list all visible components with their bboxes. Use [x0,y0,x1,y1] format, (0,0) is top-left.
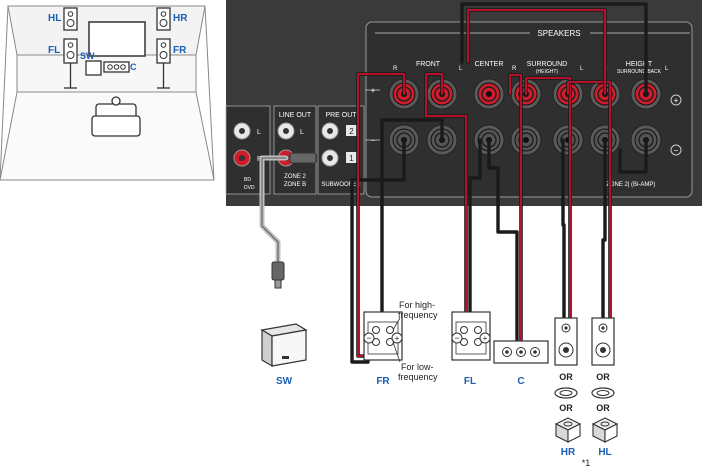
label-dvd: DVD [244,185,255,191]
room-label-c: C [130,62,137,72]
label-front-l: L [459,66,463,72]
speaker-terminals [388,78,662,156]
hl-enabled-speaker-icon [591,417,619,443]
hr-ceiling-speaker-icon [554,387,578,399]
hl-speaker-icon [63,7,78,31]
badge-2-text: 2 [349,127,354,136]
hl-speaker-icon-bottom [591,317,615,366]
jack-label-l-2: L [300,129,304,136]
room-edge-right [204,5,215,181]
receiver-back-panel: SPEAKERS FRONT CENTER SURROUND (HEIGHT) … [225,0,702,206]
label-subwoofer: SUBWOOFER [321,182,361,188]
label-surround-height: (HEIGHT) [536,69,559,75]
label-center: CENTER [475,61,504,68]
terminal-minus-4 [510,124,542,156]
speakers-row: SW − + FR − + FL [260,300,619,468]
fr-speaker-icon-bottom: − + [363,311,403,361]
or-hr-1: OR [559,372,573,382]
room-layout: HL HR FL FR SW C [0,5,215,181]
room-label-fl: FL [48,45,60,56]
label-front-r: R [393,66,398,72]
footnote-mark: *1 [582,458,591,468]
fl-speaker-icon [63,38,78,89]
speaker-label-sw: SW [276,376,293,387]
label-surround-r: R [512,66,517,72]
callout-line-high [392,317,401,331]
label-zone2-biamp: |ZONE 2| (Bi-AMP) [605,182,656,188]
jack-label-l-1: L [257,129,261,136]
hl-ceiling-speaker-icon [591,387,615,399]
callout-low-line1: For low- [401,362,434,372]
badge-1-text: 1 [349,154,354,163]
svg-text:−: − [454,333,459,343]
speaker-label-fr: FR [376,376,390,387]
label-surround-l: L [580,66,584,72]
hr-enabled-speaker-icon [554,417,582,443]
label-minus-right: − [674,146,679,155]
subwoofer-speaker-icon [260,323,308,368]
room-label-fr: FR [173,45,187,56]
speakers-title: SPEAKERS [537,29,580,38]
label-pre-out: PRE OUT [325,112,357,119]
sw-speaker-icon [85,60,102,76]
label-plus-left: + [371,86,376,95]
label-minus-left: − [371,136,376,145]
terminal-minus-5 [552,124,584,156]
room-label-hl: HL [48,13,61,24]
room-label-sw: SW [80,51,95,61]
room-label-hr: HR [173,13,188,24]
svg-text:+: + [483,334,488,343]
analog-jacks: LINE OUT PRE OUT L R BD DVD L ZONE 2 ZON… [225,105,365,195]
label-height: HEIGHT [626,61,653,68]
c-speaker-icon [103,61,130,73]
hr-speaker-icon [156,7,171,31]
callout-high-line2: frequency [398,310,438,320]
label-zone2: ZONE 2 [284,174,306,180]
callout-low-line2: frequency [398,372,438,382]
or-hl-2: OR [596,403,610,413]
speaker-label-hr: HR [561,447,576,458]
label-line-out: LINE OUT [279,112,312,119]
label-surround-back: SURROUND BACK [617,69,662,75]
minus-symbol-right [670,144,682,156]
plus-symbol-right [670,94,682,106]
sofa-icon [91,96,141,137]
badge-2 [346,125,357,136]
terminal-plus-3 [473,78,505,110]
label-bd: BD [244,177,251,183]
speaker-cables [259,2,648,364]
svg-text:+: + [395,334,400,343]
subwoofer-cable [259,152,317,289]
label-surround: SURROUND [527,61,567,68]
label-plus-right: + [674,96,679,105]
fr-speaker-icon [156,38,171,89]
speaker-label-c: C [517,376,524,387]
rca-plug-top [289,152,317,164]
or-hr-2: OR [559,403,573,413]
callout-high-line1: For high- [399,300,435,310]
label-zone-b: ZONE B [284,182,306,188]
hr-speaker-icon-bottom [554,317,578,366]
room-edge-left [0,5,9,181]
svg-text:−: − [366,333,371,343]
or-hl-1: OR [596,372,610,382]
label-height-l: L [665,66,669,72]
c-speaker-icon-bottom [493,340,549,364]
fl-speaker-icon-bottom: − + [451,311,491,361]
tv-icon [88,21,146,57]
speaker-label-fl: FL [464,376,476,387]
badge-1 [346,152,357,163]
rca-plug-bottom [271,261,285,281]
callout-line-low [392,341,401,363]
label-front: FRONT [416,61,441,68]
speaker-label-hl: HL [598,447,611,458]
